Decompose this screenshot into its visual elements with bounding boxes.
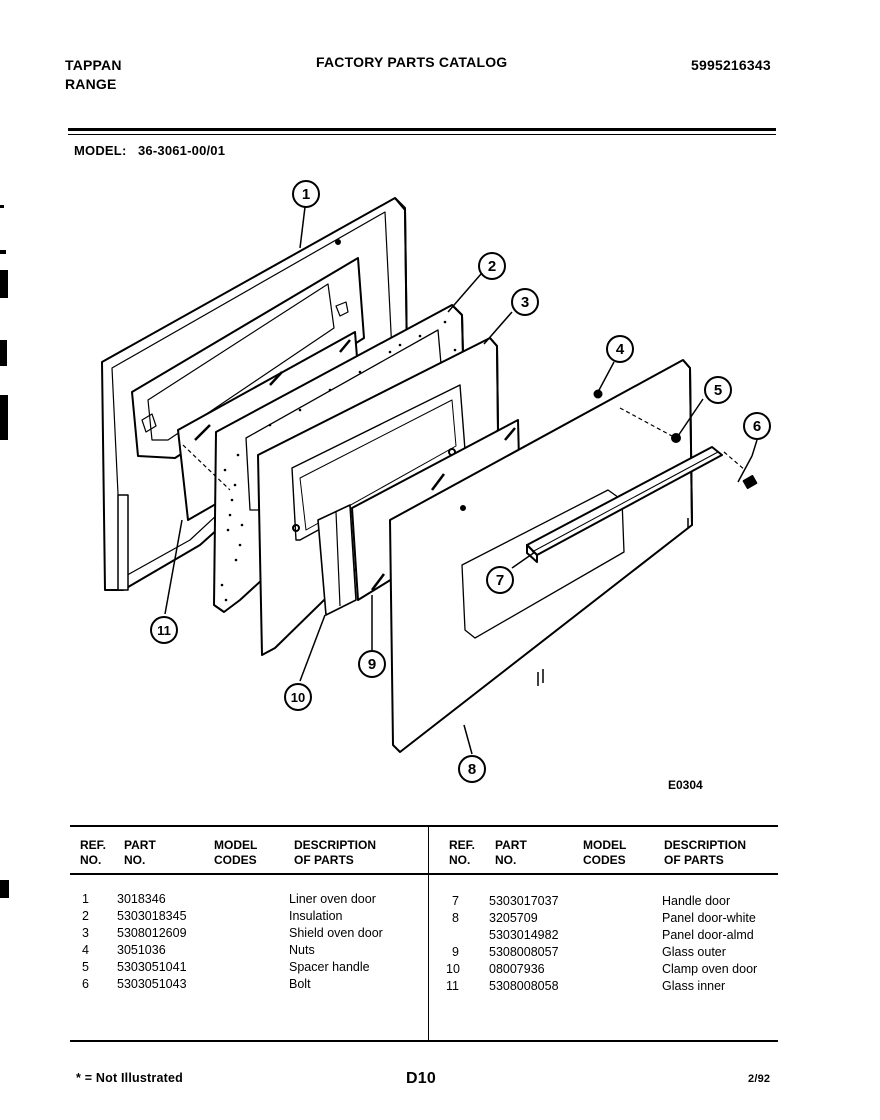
scan-artifact <box>0 270 8 298</box>
desc-cell: Handle door <box>662 894 731 908</box>
header-description-right: DESCRIPTION OF PARTS <box>664 838 747 867</box>
part-cell: 08007936 <box>489 962 545 976</box>
callout-10: 10 <box>291 690 305 705</box>
table-center-divider <box>428 825 429 1040</box>
part-cell: 5308012609 <box>117 926 187 940</box>
scan-artifact <box>0 340 7 366</box>
header-model-codes-left: MODEL CODES <box>214 838 258 867</box>
header-part-no-right: PART NO. <box>495 838 527 867</box>
ref-cell: 1 <box>82 892 89 906</box>
callout-1: 1 <box>302 186 310 203</box>
part-clamp-oven-door <box>317 504 357 616</box>
callout-4: 4 <box>616 341 625 358</box>
part-cell: 5303017037 <box>489 894 559 908</box>
part-cell: 5303018345 <box>117 909 187 923</box>
scan-artifact <box>0 395 8 440</box>
desc-cell: Insulation <box>289 909 343 923</box>
desc-cell: Liner oven door <box>289 892 376 906</box>
scan-artifact <box>0 880 9 898</box>
callout-2: 2 <box>488 258 496 275</box>
model-label: MODEL: <box>74 143 127 158</box>
part-cell: 3205709 <box>489 911 538 925</box>
ref-cell: 4 <box>82 943 89 957</box>
ref-cell: 11 <box>446 979 459 993</box>
ref-cell: 6 <box>82 977 89 991</box>
part-cell: 5308008057 <box>489 945 559 959</box>
desc-cell: Panel door-almd <box>662 928 754 942</box>
ref-cell: 3 <box>82 926 89 940</box>
part-cell: 3051036 <box>117 943 166 957</box>
callout-5: 5 <box>714 382 722 399</box>
scan-artifact <box>0 205 4 208</box>
desc-cell: Bolt <box>289 977 311 991</box>
not-illustrated-note: * = Not Illustrated <box>76 1071 183 1085</box>
header-ref-no-left: REF. NO. <box>80 838 107 867</box>
revision-date: 2/92 <box>748 1073 771 1085</box>
desc-cell: Clamp oven door <box>662 962 758 976</box>
desc-cell: Glass outer <box>662 945 726 959</box>
exploded-door-diagram: 1 2 3 4 5 6 7 8 9 10 11 E0304 <box>101 180 771 792</box>
ref-cell: 9 <box>452 945 459 959</box>
callout-3: 3 <box>521 294 529 311</box>
brand-line-1: TAPPAN <box>65 57 122 73</box>
part-cell: 3018346 <box>117 892 166 906</box>
callout-8: 8 <box>468 761 476 778</box>
header-ref-no-right: REF. NO. <box>449 838 476 867</box>
part-cell: 5303014982 <box>489 928 559 942</box>
scan-artifact <box>0 250 6 254</box>
brand-line-2: RANGE <box>65 76 117 92</box>
catalog-number: 5995216343 <box>691 57 771 73</box>
ref-cell: 8 <box>452 911 459 925</box>
header-rule-thick <box>68 128 776 131</box>
table-top-rule <box>70 825 778 827</box>
ref-cell: 5 <box>82 960 89 974</box>
desc-cell: Shield oven door <box>289 926 383 940</box>
catalog-title: FACTORY PARTS CATALOG <box>316 54 508 70</box>
ref-cell: 7 <box>452 894 459 908</box>
ref-cell: 2 <box>82 909 89 923</box>
callout-7: 7 <box>496 572 504 589</box>
header-model-codes-right: MODEL CODES <box>583 838 627 867</box>
part-cell: 5303051041 <box>117 960 187 974</box>
part-cell: 5308008058 <box>489 979 559 993</box>
desc-cell: Nuts <box>289 943 315 957</box>
table-header-rule <box>70 873 778 875</box>
callout-11: 11 <box>157 623 171 638</box>
desc-cell: Glass inner <box>662 979 726 993</box>
desc-cell: Spacer handle <box>289 960 370 974</box>
callout-6: 6 <box>753 418 761 435</box>
diagram-code: E0304 <box>668 778 703 792</box>
part-bolt <box>737 455 758 489</box>
table-bottom-rule <box>70 1040 778 1042</box>
callout-9: 9 <box>368 656 376 673</box>
part-cell: 5303051043 <box>117 977 187 991</box>
header-rule-thin <box>68 134 776 135</box>
ref-cell: 10 <box>446 962 460 976</box>
desc-cell: Panel door-white <box>662 911 756 925</box>
page-code: D10 <box>406 1070 436 1087</box>
header-part-no-left: PART NO. <box>124 838 156 867</box>
model-number: 36-3061-00/01 <box>138 143 226 158</box>
header-description-left: DESCRIPTION OF PARTS <box>294 838 377 867</box>
